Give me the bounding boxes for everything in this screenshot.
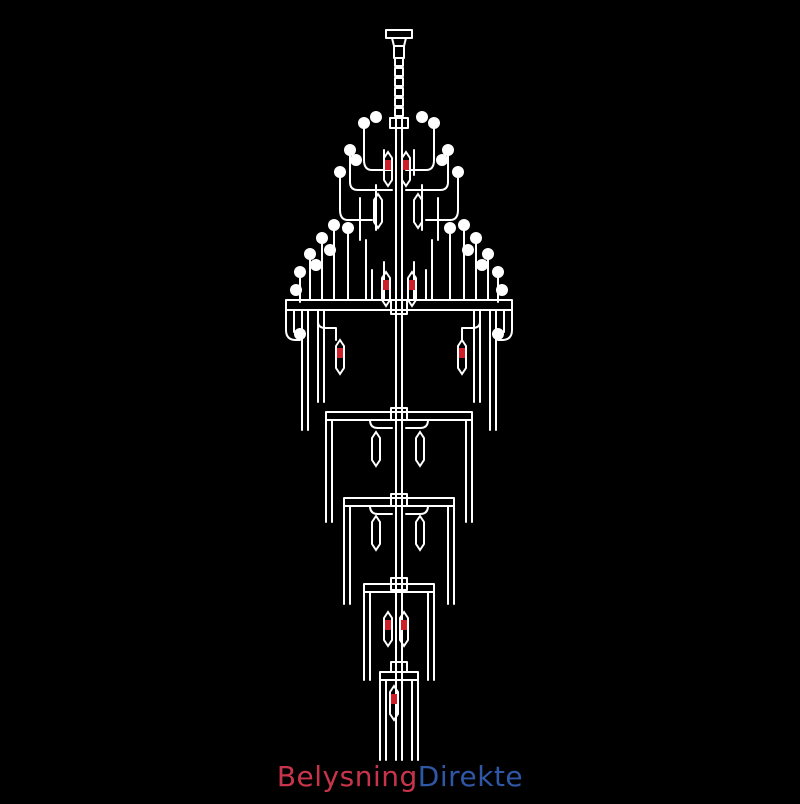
candle-lamp: [383, 610, 393, 648]
candle-lamp: [413, 192, 423, 230]
candle-flame-accent: [409, 280, 415, 290]
globe-lamp: [444, 222, 456, 234]
globe-lamp: [482, 248, 494, 260]
candle-lamp: [415, 430, 425, 468]
globe-lamp: [492, 328, 504, 340]
watermark-part-2: Direkte: [417, 760, 524, 793]
globe-lamp: [324, 244, 336, 256]
main-crossbar: [285, 299, 513, 341]
candle-lamp: [399, 610, 409, 648]
tier-3-frame: [343, 497, 455, 605]
tier-2-frame: [325, 411, 473, 523]
candle-lamp: [401, 150, 411, 188]
globe-lamp: [334, 166, 346, 178]
candle-lamp: [373, 192, 383, 230]
globe-lamp: [452, 166, 464, 178]
candle-lamp: [371, 514, 381, 552]
candle-lamp: [381, 270, 391, 308]
candle-lamps: [335, 150, 467, 722]
globe-lamp: [470, 232, 482, 244]
candle-lamp: [415, 514, 425, 552]
globe-lamp: [476, 259, 488, 271]
candle-flame-accent: [385, 620, 391, 630]
globe-lamp: [458, 219, 470, 231]
crossbar-candle-arms: [317, 261, 481, 341]
globe-lamp: [290, 284, 302, 296]
ceiling-canopy: [385, 29, 413, 59]
globe-lamp: [310, 259, 322, 271]
candle-flame-accent: [385, 160, 391, 170]
globe-lamp: [294, 328, 306, 340]
globe-lamp: [350, 154, 362, 166]
outer-side-rods: [301, 309, 497, 431]
top-tier-arms: [339, 124, 459, 241]
candle-flame-accent: [403, 160, 409, 170]
crown-arms: [299, 224, 499, 303]
watermark-part-1: Belysning: [276, 760, 418, 793]
candle-lamp: [407, 270, 417, 308]
globe-lamp: [304, 248, 316, 260]
globe-lamps: [290, 111, 508, 340]
candle-lamp: [383, 150, 393, 188]
tier-4-frame: [363, 583, 435, 681]
globe-lamp: [328, 219, 340, 231]
candle-lamp: [389, 684, 399, 722]
globe-lamp: [496, 284, 508, 296]
suspension-chain: [394, 57, 404, 117]
globe-lamp: [316, 232, 328, 244]
globe-lamp: [492, 266, 504, 278]
bottom-tier-frame: [379, 671, 419, 761]
brand-watermark: BelysningDirekte: [0, 760, 800, 793]
central-stem: [389, 117, 409, 761]
candle-flame-accent: [337, 348, 343, 358]
candle-lamp: [371, 430, 381, 468]
candle-flame-accent: [459, 348, 465, 358]
globe-lamp: [428, 117, 440, 129]
candle-lamp: [457, 338, 467, 376]
globe-lamp: [416, 111, 428, 123]
globe-lamp: [462, 244, 474, 256]
candle-flame-accent: [391, 694, 397, 704]
globe-lamp: [294, 266, 306, 278]
candle-flame-accent: [401, 620, 407, 630]
candle-lamp: [335, 338, 345, 376]
globe-lamp: [342, 222, 354, 234]
globe-lamp: [370, 111, 382, 123]
globe-lamp: [436, 154, 448, 166]
candle-flame-accent: [383, 280, 389, 290]
globe-lamp: [442, 144, 454, 156]
globe-lamp: [344, 144, 356, 156]
globe-lamp: [358, 117, 370, 129]
